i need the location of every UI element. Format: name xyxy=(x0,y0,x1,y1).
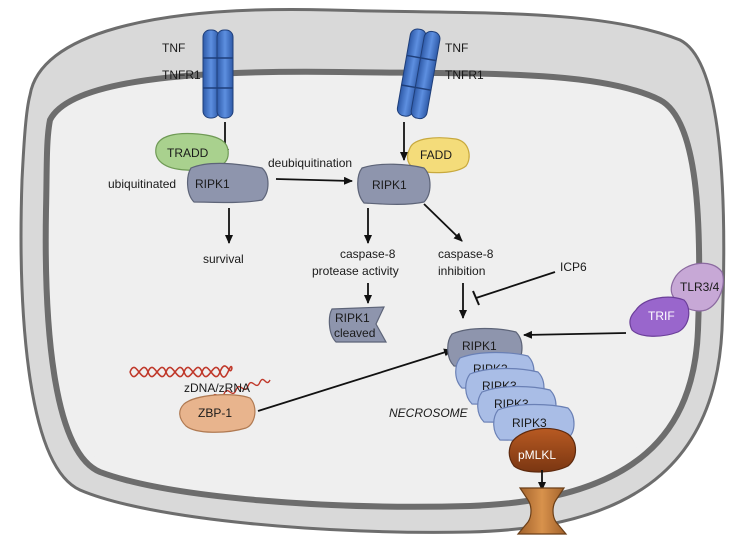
ubiquitinated-label: ubiquitinated xyxy=(108,177,176,191)
fadd-label: FADD xyxy=(420,148,452,162)
arrow-deubiquitination xyxy=(275,176,353,185)
zdna-zrna-label: zDNA/zRNA xyxy=(184,381,250,395)
deubiquitination-label: deubiquitination xyxy=(268,156,352,170)
arrow-to-caspase-inhibition xyxy=(423,203,463,242)
mlkl-membrane-pore xyxy=(516,487,568,535)
tnf-label-left: TNF xyxy=(162,41,185,55)
ripk1-mid: RIPK1 xyxy=(357,163,431,205)
ripk1-cleaved-line2: cleaved xyxy=(334,326,375,340)
trif-adapter: TRIF xyxy=(629,296,690,337)
tnfr1-receptor-left xyxy=(202,29,234,119)
tnfr1-receptor-right xyxy=(396,28,441,120)
tradd-label: TRADD xyxy=(167,146,209,160)
tnf-label-right: TNF xyxy=(445,41,468,55)
caspase-inhibition-line1: caspase-8 xyxy=(438,247,494,261)
ripk1-cleaved-line1: RIPK1 xyxy=(335,311,370,325)
ripk1-mid-label: RIPK1 xyxy=(372,178,407,192)
arrow-trif-to-necrosome xyxy=(523,330,627,339)
caspase-activity-line1: caspase-8 xyxy=(340,247,396,261)
zbp1-label: ZBP-1 xyxy=(198,406,232,420)
ripk1-left-label: RIPK1 xyxy=(195,177,230,191)
tradd-protein: TRADD xyxy=(155,132,229,172)
caspase-activity-line2: protease activity xyxy=(312,264,399,278)
fadd-protein: FADD xyxy=(406,137,470,174)
tlr34-label: TLR3/4 xyxy=(680,280,720,294)
necrosome-complex: RIPK1 RIPK3 RIPK3 RIPK3 RIPK3 pMLKL xyxy=(447,327,577,473)
tnfr1-label-right: TNFR1 xyxy=(445,68,484,82)
pmlkl-label: pMLKL xyxy=(518,448,556,462)
arrow-zbp1-to-necrosome xyxy=(257,348,453,412)
necrosome-ripk1-label: RIPK1 xyxy=(462,339,497,353)
survival-label: survival xyxy=(203,252,244,266)
cell-cytoplasm xyxy=(57,83,688,497)
icp6-inhibition-line xyxy=(475,271,556,299)
caspase-inhibition-line2: inhibition xyxy=(438,264,485,278)
necrosome-label: NECROSOME xyxy=(389,406,469,420)
pmlkl-protein: pMLKL xyxy=(508,427,577,473)
icp6-inhibition-bar xyxy=(472,290,480,306)
trif-label: TRIF xyxy=(648,309,675,323)
zdna-helix xyxy=(129,365,233,378)
tnfr1-label-left: TNFR1 xyxy=(162,68,201,82)
tlr34-receptor: TLR3/4 xyxy=(670,262,724,312)
zbp1-protein: ZBP-1 xyxy=(179,394,256,433)
ripk1-cleaved: RIPK1 cleaved xyxy=(328,306,388,343)
icp6-label: ICP6 xyxy=(560,260,587,274)
ripk3-label-4: RIPK3 xyxy=(512,416,547,430)
ripk1-ubiquitinated: RIPK1 xyxy=(187,162,269,204)
